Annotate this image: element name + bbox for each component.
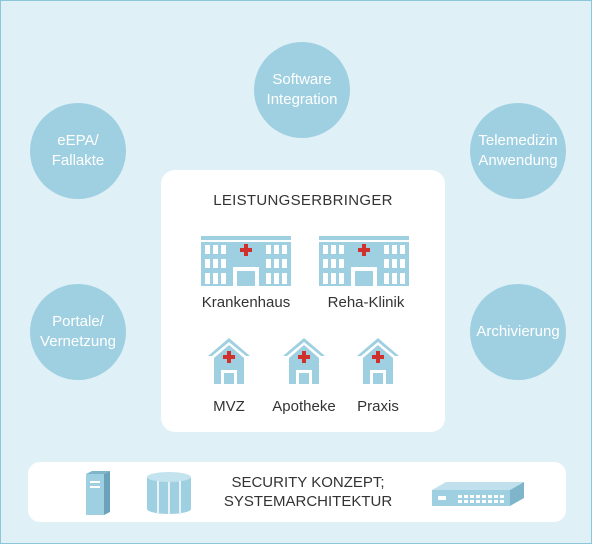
rehab-clinic-building-icon	[319, 236, 409, 286]
circle-telemedizin: Telemedizin Anwendung	[470, 103, 566, 199]
circle-software-integration: Software Integration	[254, 42, 350, 138]
praxis-label: Praxis	[357, 398, 399, 415]
hospital-building-icon	[201, 236, 291, 286]
security-architecture-box: SECURITY KONZEPT; SYSTEMARCHITEKTUR	[28, 462, 566, 522]
reha-klinik-label: Reha-Klinik	[327, 294, 405, 311]
mvz-house-icon	[208, 338, 250, 384]
apotheke-house-icon	[283, 338, 325, 384]
circle-archivierung: Archivierung	[470, 284, 566, 380]
circle-portale-vernetzung: Portale/ Vernetzung	[30, 284, 126, 380]
circle-eepa-label: eEPA/ Fallakte	[51, 131, 105, 169]
circle-archivierung-label: Archivierung	[476, 322, 560, 340]
mvz-label: MVZ	[213, 398, 245, 415]
database-storage-icon	[147, 472, 191, 514]
praxis-house-icon	[357, 338, 399, 384]
network-switch-icon	[432, 482, 524, 506]
security-architecture-text: SECURITY KONZEPT; SYSTEMARCHITEKTUR	[223, 474, 393, 510]
circle-portale-label: Portale/ Vernetzung	[40, 312, 116, 350]
leistungserbringer-title: LEISTUNGSERBRINGER	[213, 192, 393, 209]
krankenhaus-label: Krankenhaus	[201, 294, 291, 311]
circle-eepa-fallakte: eEPA/ Fallakte	[30, 103, 126, 199]
circle-software-label: Software Integration	[266, 70, 338, 108]
circle-telemedizin-label: Telemedizin Anwendung	[478, 131, 558, 169]
server-tower-icon	[86, 471, 110, 515]
apotheke-label: Apotheke	[272, 398, 336, 415]
leistungserbringer-box: LEISTUNGSERBRINGER Krankenhaus	[161, 170, 445, 432]
